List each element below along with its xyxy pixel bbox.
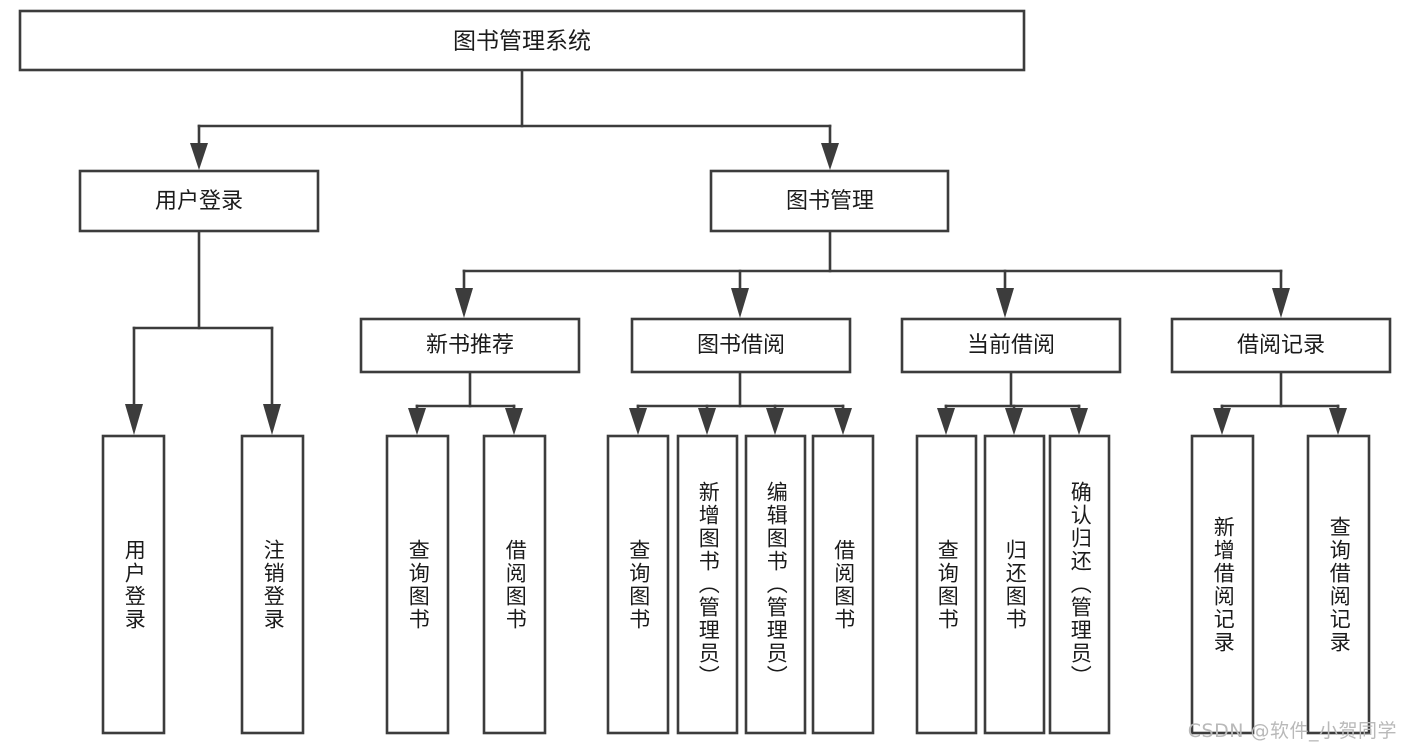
arrow-head-leaf-user-logout (263, 404, 281, 435)
node-root[interactable]: 图书管理系统 (18, 9, 1026, 72)
node-leaf-query-book-1-box[interactable] (385, 434, 450, 735)
connector-group-current-borrow-to-leaves (937, 370, 1088, 435)
node-current-borrow-label: 当前借阅 (967, 333, 1055, 358)
csdn-watermark: CSDN @软件_小贺同学 (1187, 720, 1397, 742)
node-book-borrow[interactable]: 图书借阅 (630, 317, 852, 374)
node-new-book-recommend[interactable]: 新书推荐 (359, 317, 581, 374)
node-leaf-confirm-return-box[interactable] (1048, 434, 1111, 735)
node-user-login-box[interactable] (78, 169, 320, 233)
connector-group-root-to-level1 (190, 68, 839, 170)
node-current-borrow[interactable]: 当前借阅 (900, 317, 1122, 374)
node-leaf-query-book-3-box[interactable] (915, 434, 978, 735)
node-leaf-user-logout-box[interactable] (240, 434, 305, 735)
connector-group-book-borrow-to-leaves (629, 370, 852, 435)
connector-group-new-book-recommend-to-leaves (408, 370, 523, 435)
node-root-box[interactable] (18, 9, 1026, 72)
connector-group-book-manage-to-level2 (455, 229, 1290, 318)
node-book-manage-label: 图书管理 (786, 189, 874, 214)
arrow-head-leaf-edit-book (766, 408, 784, 435)
arrow-head-new-book-recommend (455, 288, 473, 318)
node-leaf-user-login-box[interactable] (101, 434, 166, 735)
node-book-borrow-box[interactable] (630, 317, 852, 374)
node-borrow-record-label: 借阅记录 (1237, 333, 1325, 358)
arrow-head-leaf-return-book (1005, 408, 1023, 435)
node-user-login[interactable]: 用户登录 (78, 169, 320, 233)
arrow-head-leaf-query-book-2 (629, 408, 647, 435)
node-current-borrow-box[interactable] (900, 317, 1122, 374)
node-book-borrow-label: 图书借阅 (697, 333, 785, 358)
arrow-head-borrow-record (1272, 288, 1290, 318)
node-book-manage[interactable]: 图书管理 (709, 169, 950, 233)
node-new-book-recommend-label: 新书推荐 (426, 333, 514, 358)
connector-group-user-login-to-leaves (125, 229, 281, 435)
node-leaf-query-record-box[interactable] (1306, 434, 1371, 735)
node-root-label: 图书管理系统 (453, 29, 591, 55)
arrow-head-leaf-borrow-book-2 (834, 408, 852, 435)
arrow-head-leaf-query-record (1329, 408, 1347, 435)
arrow-head-leaf-add-record (1213, 408, 1231, 435)
arrow-head-leaf-query-book-1 (408, 408, 426, 435)
arrow-head-leaf-add-book (698, 408, 716, 435)
node-new-book-recommend-box[interactable] (359, 317, 581, 374)
node-leaf-add-book-box[interactable] (676, 434, 739, 735)
arrow-head-book-borrow (731, 288, 749, 318)
node-book-manage-box[interactable] (709, 169, 950, 233)
node-leaf-borrow-book-2-box[interactable] (811, 434, 875, 735)
node-user-login-label: 用户登录 (155, 189, 243, 214)
arrow-head-user-login (190, 143, 208, 170)
arrow-head-book-manage (821, 143, 839, 170)
node-leaf-add-record-box[interactable] (1190, 434, 1255, 735)
arrow-head-leaf-borrow-book-1 (505, 408, 523, 435)
arrow-head-leaf-confirm-return (1070, 408, 1088, 435)
node-leaf-query-book-2-box[interactable] (606, 434, 670, 735)
node-leaf-edit-book-box[interactable] (744, 434, 807, 735)
node-borrow-record-box[interactable] (1170, 317, 1392, 374)
leaf-boxes (101, 434, 1371, 735)
arrow-head-leaf-user-login (125, 404, 143, 435)
node-borrow-record[interactable]: 借阅记录 (1170, 317, 1392, 374)
connector-group-borrow-record-to-leaves (1213, 370, 1347, 435)
node-leaf-borrow-book-1-box[interactable] (482, 434, 547, 735)
arrow-head-current-borrow (996, 288, 1014, 318)
arrow-head-leaf-query-book-3 (937, 408, 955, 435)
node-leaf-return-book-box[interactable] (983, 434, 1046, 735)
